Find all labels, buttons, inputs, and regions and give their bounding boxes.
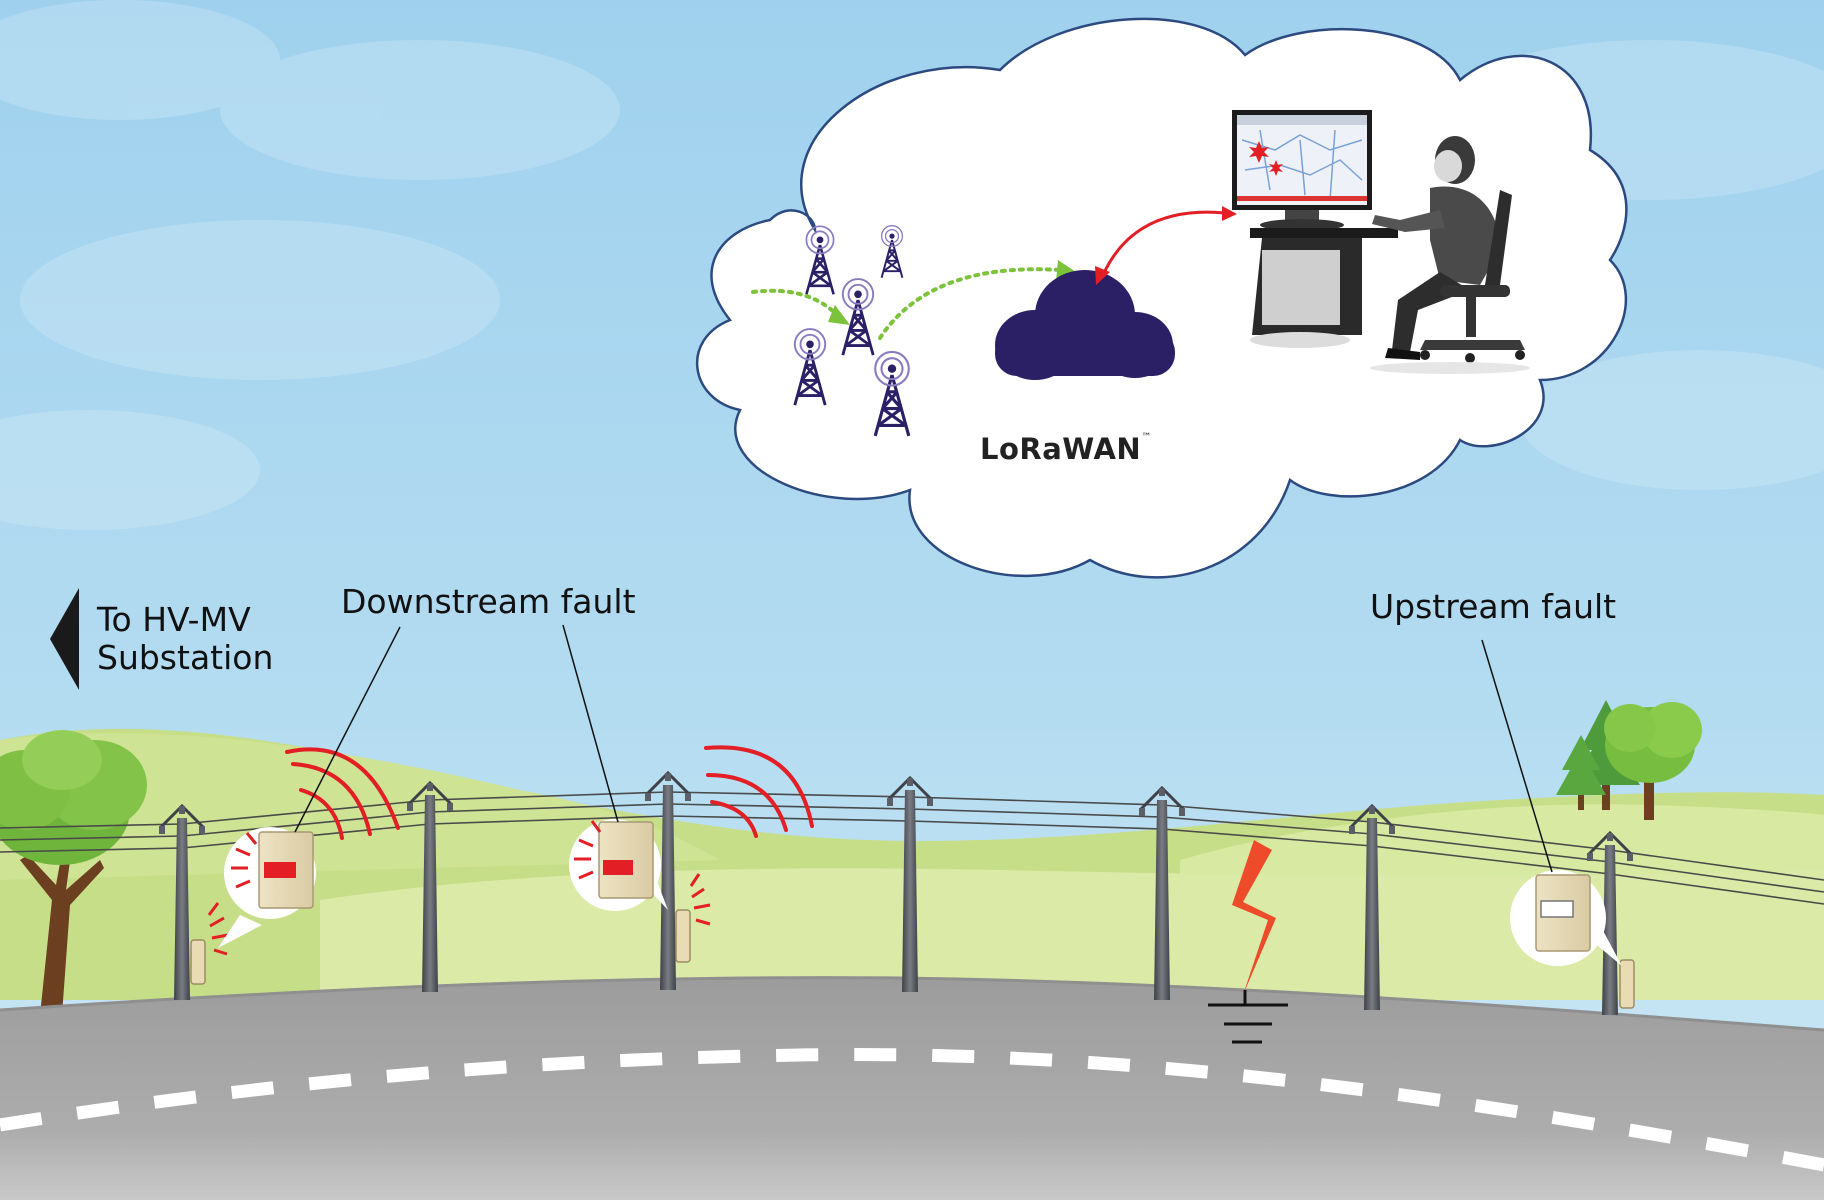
operator-workstation-icon <box>1232 110 1530 374</box>
server-link-arrowhead-right <box>1222 206 1237 221</box>
trademark-mark: ™ <box>1141 432 1152 443</box>
fault-indicator-pole-7 <box>1619 959 1635 1009</box>
power-pole-7 <box>1586 830 1634 1015</box>
gateway-tower-4 <box>793 328 827 406</box>
right-trees <box>1556 700 1702 820</box>
gateway-tower-5 <box>873 350 911 437</box>
power-pole-6 <box>1348 803 1396 1010</box>
fault-indicator-alarm-icon <box>218 827 316 948</box>
downstream-fault-label: Downstream fault <box>341 582 636 621</box>
fault-indicator-pole-3 <box>675 873 711 963</box>
fault-indicator-alarm-icon-2 <box>569 819 668 911</box>
substation-label-line1: To HV-MV <box>97 600 251 639</box>
radio-signal-waves-2 <box>704 745 814 838</box>
label-leader-lines <box>294 624 1553 873</box>
fault-indicator-idle-icon <box>1510 870 1622 966</box>
fault-indicator-pole-1 <box>190 902 229 985</box>
power-pole-3 <box>644 770 692 990</box>
cloud-icon <box>995 270 1175 380</box>
power-pole-1 <box>158 803 206 1000</box>
upstream-fault-label: Upstream fault <box>1370 587 1617 626</box>
lightning-fault-icon <box>1232 840 1276 995</box>
communication-cloud <box>695 17 1628 579</box>
server-link-arrowhead-down <box>1095 266 1110 285</box>
gateway-tower-1 <box>805 225 835 295</box>
middle-meadow <box>320 868 1824 1000</box>
power-pole-4 <box>886 775 934 992</box>
gateway-tower-3 <box>841 278 875 356</box>
lorawan-logo: LoRaWAN™ <box>980 432 1152 466</box>
road-edge <box>0 976 1824 1032</box>
gateway-tower-2 <box>880 225 904 278</box>
power-poles <box>158 770 1634 1015</box>
radio-signal-waves-1 <box>285 747 400 840</box>
substation-label-line2: Substation <box>97 638 274 677</box>
left-arrow-icon <box>50 588 79 690</box>
server-link-arrow <box>1101 210 1226 276</box>
ground-symbol-icon <box>1208 990 1288 1044</box>
power-pole-5 <box>1138 785 1186 1000</box>
data-path-arrowhead-1 <box>828 305 850 325</box>
road <box>0 977 1824 1200</box>
lorawan-label: LoRaWAN <box>980 432 1142 466</box>
radio-tower-icon <box>793 225 911 437</box>
power-pole-2 <box>406 780 454 992</box>
road-center-line <box>0 1048 1824 1172</box>
